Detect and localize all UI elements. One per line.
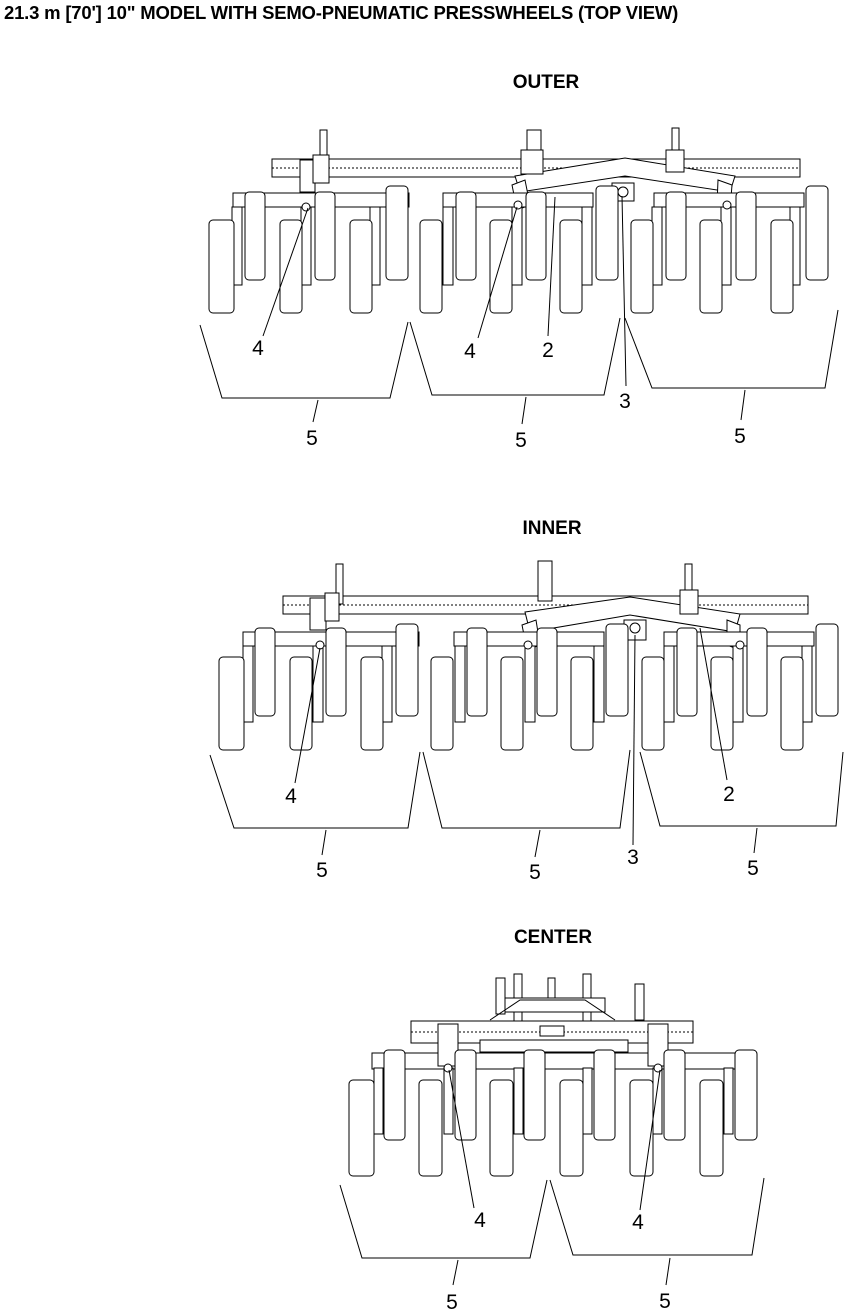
outer-heading: OUTER <box>513 72 580 93</box>
inner-callout-2: 2 <box>723 783 735 806</box>
inner-heading: INNER <box>522 518 581 539</box>
outer-callout-5-left: 5 <box>306 427 318 450</box>
center-callouts: 4 4 5 5 <box>446 1209 671 1314</box>
center-callout-5-right: 5 <box>659 1290 671 1313</box>
outer-callout-5-right: 5 <box>734 425 746 448</box>
outer-presswheels <box>208 185 829 314</box>
outer-callout-4-center: 4 <box>464 340 476 363</box>
outer-callout-3: 3 <box>619 390 631 413</box>
outer-callout-5-center: 5 <box>515 429 527 452</box>
page-title: 21.3 m [70'] 10" MODEL WITH SEMO-PNEUMAT… <box>4 2 679 23</box>
inner-leaders <box>294 627 758 858</box>
center-callout-4-right: 4 <box>632 1211 644 1234</box>
inner-callouts: 4 2 3 5 5 5 <box>285 783 759 884</box>
inner-callout-5-center: 5 <box>529 861 541 884</box>
center-heading: CENTER <box>514 927 592 948</box>
inner-callout-4: 4 <box>285 785 297 808</box>
center-brackets <box>339 1177 765 1259</box>
outer-leaders <box>262 195 746 425</box>
inner-frame <box>242 560 815 723</box>
inner-callout-5-left: 5 <box>316 859 328 882</box>
outer-brackets <box>199 309 839 399</box>
center-callout-5-left: 5 <box>446 1291 458 1314</box>
inner-callout-5-right: 5 <box>747 857 759 880</box>
center-presswheels <box>348 1049 758 1177</box>
outer-view: OUTER <box>199 72 839 452</box>
center-leaders <box>448 1069 671 1286</box>
inner-view: INNER <box>209 518 844 884</box>
inner-presswheels <box>218 623 839 751</box>
outer-callouts: 4 4 2 3 5 5 5 <box>252 337 746 452</box>
outer-callout-4-left: 4 <box>252 337 264 360</box>
outer-frame <box>231 127 805 286</box>
outer-callout-2: 2 <box>542 339 554 362</box>
inner-brackets <box>209 749 844 829</box>
inner-callout-3: 3 <box>627 846 639 869</box>
center-view: CENTER <box>339 927 765 1314</box>
center-callout-4-left: 4 <box>474 1209 486 1232</box>
